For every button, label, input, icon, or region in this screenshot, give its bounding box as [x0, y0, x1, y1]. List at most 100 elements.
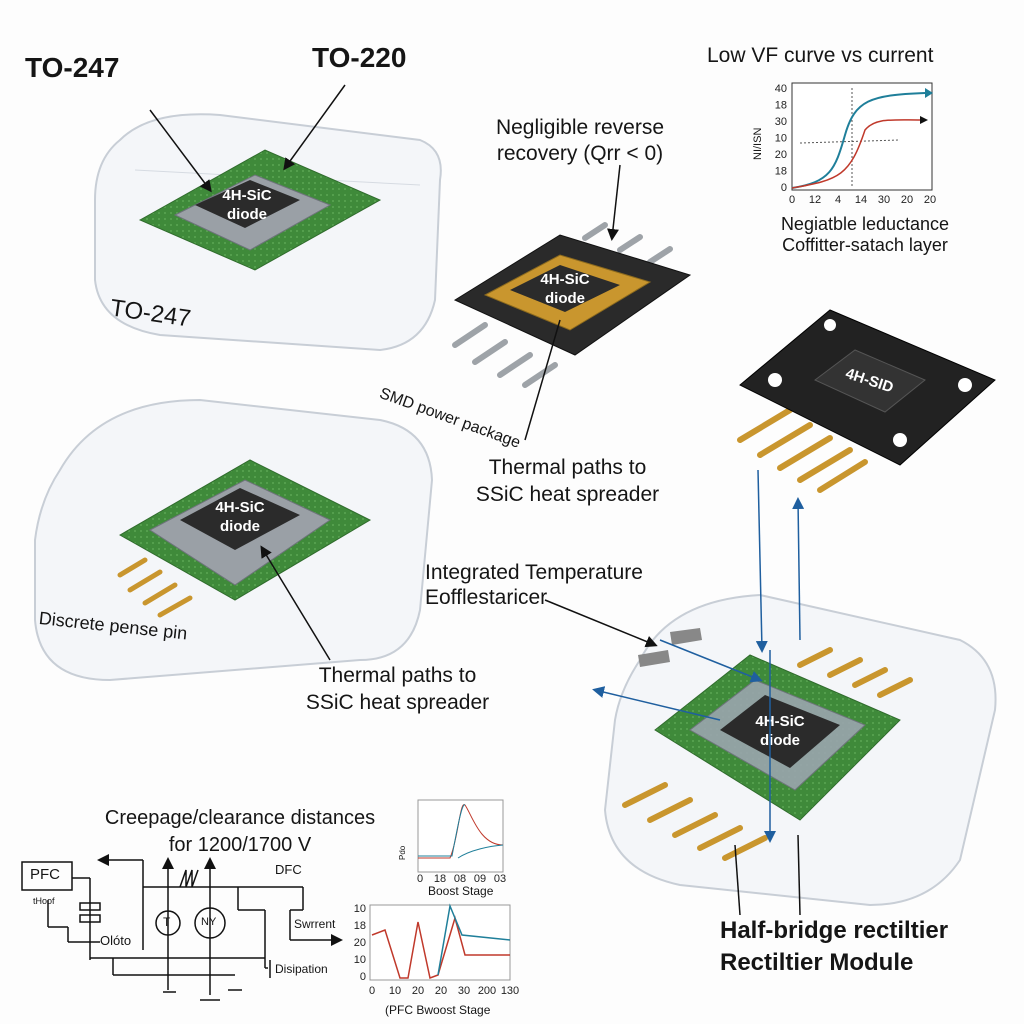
- swrrent-label: Swrrent: [294, 917, 336, 931]
- tick-label: 10: [354, 903, 366, 915]
- tick-label: 12: [809, 194, 821, 206]
- label-line: Thermal paths to: [488, 456, 647, 479]
- vf-chart: 0 12 4 14 30 20 20 40 18 30 10 20 18 0: [775, 82, 936, 206]
- to247-label: TO-247: [25, 52, 120, 83]
- pfc-boost-chart: [369, 903, 511, 981]
- label-line: Coffitter-satach layer: [782, 235, 948, 255]
- tick-label: 03: [494, 873, 506, 885]
- ny-symbol: NY: [201, 916, 217, 928]
- arrow: [283, 84, 346, 171]
- tick-label: 18: [775, 100, 787, 112]
- smd-package: 4H-SiC diode: [452, 222, 692, 388]
- label-line: SSiC heat spreader: [475, 483, 660, 506]
- vf-chart-ylabel: NI/ISN: [752, 127, 764, 160]
- tick-label: 18: [775, 166, 787, 178]
- arrow: [607, 164, 621, 241]
- dfc-label: DFC: [275, 862, 302, 877]
- pfc-block: [21, 861, 73, 891]
- tick-label: 0: [360, 971, 366, 983]
- label-line: Half-bridge rectiltier: [720, 917, 949, 944]
- label-line: Negligible reverse: [495, 116, 665, 139]
- label-line: Integrated Temperature: [425, 561, 643, 584]
- tick-label: 14: [855, 194, 867, 206]
- chip-label: diode: [227, 206, 267, 223]
- tick-label: 10: [354, 954, 366, 966]
- thermal-label-1: Thermal paths to SSiC heat spreader: [460, 454, 675, 508]
- chip-label: 4H-SiC: [755, 713, 804, 730]
- label-line: Thermal paths to: [318, 664, 477, 687]
- series-red-line: [791, 119, 921, 189]
- tick-label: 20: [435, 985, 447, 997]
- black-module: 4H-SID: [737, 309, 996, 493]
- tick-label: 20: [412, 985, 424, 997]
- label-line: Rectiltier Module: [720, 949, 914, 976]
- creepage-label: Creepage/clearance distances for 1200/17…: [80, 805, 400, 859]
- tick-label: 20: [901, 194, 913, 206]
- temp-sensor-icon: [670, 628, 702, 645]
- circuit-schematic: [21, 854, 343, 1001]
- tick-label: 40: [775, 83, 787, 95]
- label-line: Creepage/clearance distances: [104, 807, 376, 829]
- oi-label: Olóto: [100, 933, 132, 948]
- tick-label: 18: [354, 920, 366, 932]
- tick-label: 0: [417, 873, 423, 885]
- tick-label: 4: [835, 194, 841, 206]
- tick-label: 09: [474, 873, 486, 885]
- arrow: [734, 844, 741, 916]
- tick-label: 20: [924, 194, 936, 206]
- module-label: Half-bridge rectiltier Rectiltier Module: [720, 915, 948, 979]
- chip-label: 4H-SiC: [540, 271, 589, 288]
- boost-chart-xlabel: Boost Stage: [428, 884, 494, 898]
- pfc-chart-xlabel: (PFC Bwoost Stage: [385, 1003, 491, 1017]
- label-line: SSiC heat spreader: [305, 691, 490, 714]
- tick-label: 10: [775, 133, 787, 145]
- chip-label: diode: [760, 732, 800, 749]
- label-line: recovery (Qrr < 0): [496, 142, 664, 165]
- arrow: [797, 834, 801, 916]
- boost-chart-ylabel: Pdo: [398, 845, 407, 860]
- label-line: Eofflestaricer: [425, 586, 548, 609]
- tick-label: 20: [354, 937, 366, 949]
- chip-label: 4H-SiC: [215, 499, 264, 516]
- tick-label: 30: [878, 194, 890, 206]
- tick-label: 0: [369, 985, 375, 997]
- t-symbol: T: [163, 915, 171, 929]
- chip-label: diode: [220, 518, 260, 535]
- arrow: [524, 319, 561, 441]
- pfc-block-label: PFC: [30, 866, 60, 883]
- series-teal-line: [791, 92, 926, 189]
- tick-label: 30: [458, 985, 470, 997]
- chip-label: 4H-SiC: [222, 187, 271, 204]
- tick-label: 200: [478, 985, 496, 997]
- tick-label: 18: [434, 873, 446, 885]
- chip-label: diode: [545, 290, 585, 307]
- to247-package: 4H-SiC diode: [94, 113, 442, 352]
- temp-sensor-icon: [638, 650, 670, 667]
- dissipation-label: Disipation: [275, 962, 328, 976]
- half-bridge-module: 4H-SiC diode: [603, 593, 997, 907]
- label-line: Negiatble leductance: [780, 214, 950, 234]
- reverse-recovery-label: Negligible reverse recovery (Qrr < 0): [470, 115, 690, 167]
- arrow: [149, 109, 212, 193]
- tick-label: 130: [501, 985, 519, 997]
- label-line: for 1200/1700 V: [168, 834, 312, 856]
- tick-label: 30: [775, 116, 787, 128]
- tick-label: 0: [789, 194, 795, 206]
- discrete-package: 4H-SiC diode: [34, 398, 434, 682]
- arrow: [544, 599, 658, 648]
- to220-label: TO-220: [312, 42, 407, 73]
- temperature-sensor-label: Integrated Temperature Eofflestaricer: [425, 560, 643, 610]
- tick-label: 0: [781, 182, 787, 194]
- vf-chart-title: Low VF curve vs current: [707, 44, 934, 67]
- tick-label: 10: [389, 985, 401, 997]
- tick-label: 20: [775, 149, 787, 161]
- inductance-label: Negiatble leductance Coffitter-satach la…: [765, 214, 965, 256]
- thoof-label: tHoof: [33, 896, 55, 906]
- boost-chart: [417, 799, 504, 873]
- tick-label: 08: [454, 873, 466, 885]
- thermal-label-2: Thermal paths to SSiC heat spreader: [290, 662, 505, 716]
- thermal-arrows: [592, 469, 805, 843]
- arrow: [260, 545, 331, 661]
